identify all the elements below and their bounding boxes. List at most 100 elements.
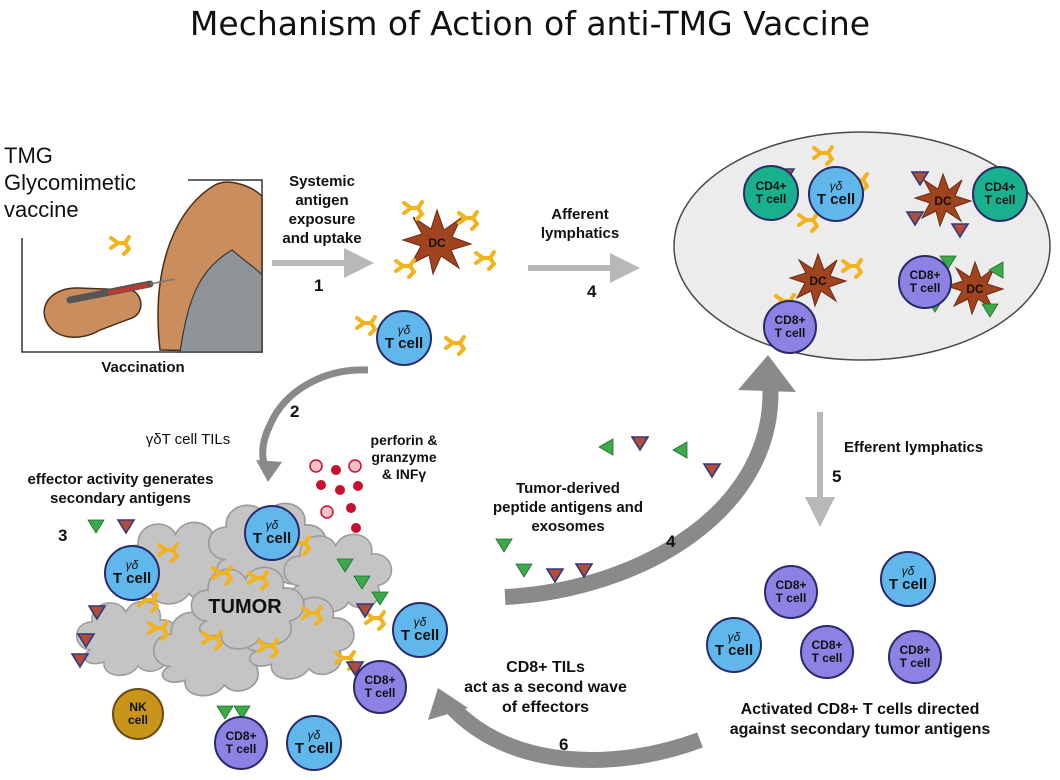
label-line: effector activity generates bbox=[27, 471, 214, 488]
cd8-t-cell: CD8+T cell bbox=[353, 660, 407, 714]
gd-symbol: γδ bbox=[901, 563, 915, 578]
gd-symbol: γδ bbox=[727, 629, 741, 644]
efferent-label: Efferent lymphatics bbox=[844, 439, 984, 456]
tumor-derived-label: Tumor-derived peptide antigens and exoso… bbox=[478, 479, 658, 536]
gd-symbol: γδ bbox=[307, 727, 321, 742]
cd8-t-cell: CD8+T cell bbox=[888, 630, 942, 684]
cd4-t-cell: CD4+T cell bbox=[743, 165, 799, 221]
label-line: exposure bbox=[288, 211, 356, 228]
cell-label: T cell bbox=[714, 641, 754, 659]
gd-symbol: γδ bbox=[397, 322, 411, 337]
dc-label: DC bbox=[934, 194, 952, 208]
cell-label: CD8+ bbox=[811, 638, 843, 653]
tumor-label: TUMOR bbox=[208, 596, 282, 618]
label-line: Tumor-derived bbox=[516, 480, 620, 497]
cd4-t-cell: CD4+T cell bbox=[972, 166, 1028, 222]
afferent-label: Afferent lymphatics bbox=[530, 205, 630, 243]
gd-symbol: γδ bbox=[413, 614, 427, 629]
gd-til-label: γδT cell TILs bbox=[145, 431, 231, 448]
cd8-t-cell: CD8+T cell bbox=[764, 565, 818, 619]
label-line: peptide antigens and bbox=[492, 499, 643, 516]
perforin-label: perforin & granzyme & INFγ bbox=[364, 432, 444, 483]
label-line: of effectors bbox=[501, 699, 590, 716]
cd8-t-cell: CD8+T cell bbox=[898, 255, 952, 309]
arrow-step-4-return bbox=[504, 379, 779, 605]
gd-symbol: γδ bbox=[829, 178, 843, 193]
step-4-return-number: 4 bbox=[666, 532, 676, 551]
gd-symbol: γδ bbox=[125, 557, 139, 572]
cell-label: CD8+ bbox=[774, 313, 806, 328]
step-3-number: 3 bbox=[58, 526, 68, 545]
label-line: Systemic bbox=[289, 173, 355, 190]
systemic-label: Systemic antigen exposure and uptake bbox=[262, 172, 382, 248]
vaccination-caption: Vaccination bbox=[101, 359, 185, 376]
cell-label: NK bbox=[129, 700, 147, 715]
cell-label: T cell bbox=[225, 742, 257, 756]
dc-label: DC bbox=[966, 282, 984, 296]
arrow-step-6 bbox=[444, 699, 703, 768]
cell-label: T cell bbox=[364, 686, 396, 700]
label-line: antigen bbox=[295, 192, 349, 209]
arrow-step-2 bbox=[259, 366, 369, 472]
glycan-icon bbox=[109, 235, 131, 256]
vaccine-label-line: Glycomimetic bbox=[4, 170, 137, 195]
cell-label: T cell bbox=[400, 626, 440, 644]
cell-label: T cell bbox=[888, 575, 928, 593]
cell-label: T cell bbox=[811, 651, 843, 665]
label-line: lymphatics bbox=[540, 225, 620, 242]
label-line: Activated CD8+ T cells directed bbox=[740, 701, 980, 718]
label-line: act as a second wave bbox=[464, 679, 627, 696]
dc-label: DC bbox=[428, 236, 446, 250]
vaccine-label-line: TMG bbox=[4, 143, 53, 168]
cell-label: T cell bbox=[384, 334, 424, 352]
step-6-number: 6 bbox=[559, 735, 569, 754]
activated-cd8-label: Activated CD8+ T cells directed against … bbox=[700, 700, 1020, 740]
cell-label: CD8+ bbox=[225, 729, 257, 744]
cell-label: cell bbox=[127, 713, 148, 727]
page-title: Mechanism of Action of anti-TMG Vaccine bbox=[189, 4, 871, 43]
cytotoxic-granules bbox=[309, 459, 363, 533]
cell-label: T cell bbox=[755, 192, 787, 206]
cell-label: CD8+ bbox=[909, 268, 941, 283]
cell-label: CD4+ bbox=[755, 179, 787, 194]
cell-label: T cell bbox=[909, 281, 941, 295]
cd8-t-cell: CD8+T cell bbox=[763, 300, 817, 354]
syringe-icon bbox=[66, 278, 176, 304]
cell-label: T cell bbox=[774, 326, 806, 340]
label-line: perforin & bbox=[370, 432, 438, 448]
cell-label: T cell bbox=[294, 739, 334, 757]
cell-label: T cell bbox=[775, 591, 807, 605]
arrow-step-6-head bbox=[428, 688, 468, 720]
cd8-til-label: CD8+ TILs act as a second wave of effect… bbox=[458, 658, 633, 718]
vaccine-label: TMG Glycomimetic vaccine bbox=[4, 142, 136, 223]
cell-label: CD8+ bbox=[775, 578, 807, 593]
step-4-number: 4 bbox=[587, 282, 597, 301]
gd-symbol: γδ bbox=[265, 517, 279, 532]
label-line: exosomes bbox=[531, 518, 605, 535]
cell-label: T cell bbox=[112, 569, 152, 587]
vaccine-label-line: vaccine bbox=[4, 197, 79, 222]
vaccination-illustration bbox=[21, 179, 263, 353]
cell-label: CD8+ bbox=[899, 643, 931, 658]
label-line: granzyme bbox=[371, 449, 437, 465]
label-line: & INFγ bbox=[381, 466, 427, 482]
cell-label: T cell bbox=[899, 656, 931, 670]
label-line: and uptake bbox=[282, 230, 362, 247]
step-2-number: 2 bbox=[290, 402, 300, 421]
step-5-number: 5 bbox=[832, 467, 842, 486]
label-line: against secondary tumor antigens bbox=[729, 721, 991, 738]
cell-label: T cell bbox=[984, 193, 1016, 207]
label-line: CD8+ TILs bbox=[506, 659, 585, 676]
cell-label: CD8+ bbox=[364, 673, 396, 688]
dc-label: DC bbox=[809, 274, 827, 288]
